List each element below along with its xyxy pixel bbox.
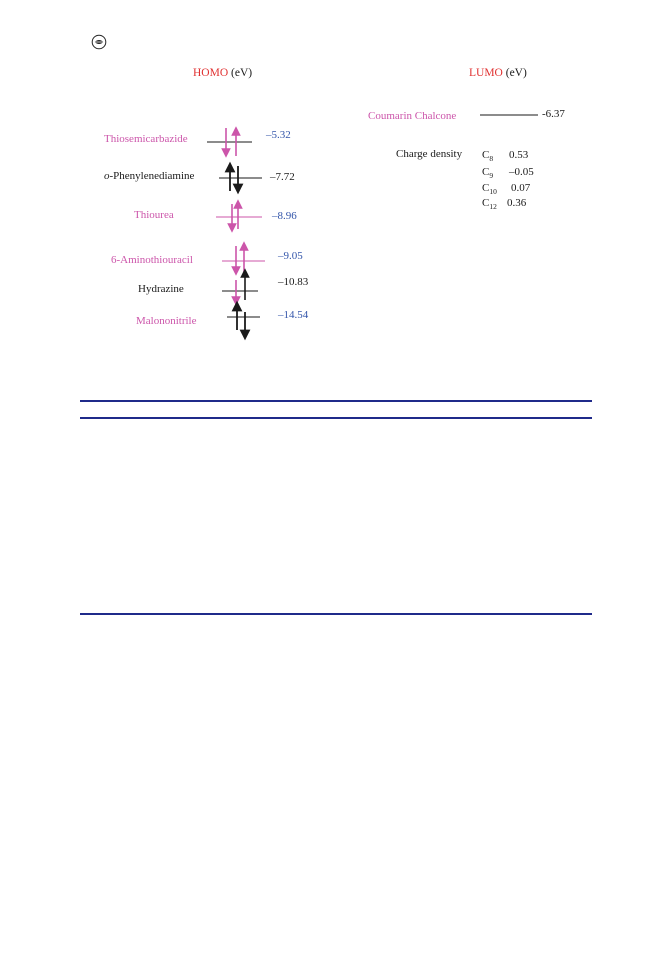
- charge-value: 0.07: [511, 182, 531, 194]
- homo-level-thiosemicarbazide: [207, 126, 252, 158]
- lumo-unit: (eV): [505, 67, 527, 79]
- homo-level-value: –14.54: [278, 309, 309, 321]
- atom-symbol: C: [482, 166, 490, 178]
- homo-level-hydrazine: [222, 268, 258, 306]
- atom-index: 9: [489, 171, 494, 180]
- divider-rule: [80, 417, 592, 419]
- charge-density-row: C10 0.07: [482, 182, 530, 196]
- homo-level-name: Malononitrile: [136, 315, 197, 327]
- lumo-compound: Coumarin Chalcone: [368, 110, 457, 122]
- homo-title: HOMO: [193, 67, 229, 79]
- homo-level-6-aminothiouracil: [222, 241, 265, 276]
- divider-rule: [80, 613, 592, 615]
- homo-level-o-phenylenediamine: [219, 161, 262, 195]
- lumo-heading: LUMO (eV): [469, 67, 527, 79]
- charge-value: 0.53: [509, 149, 529, 161]
- atom-symbol: C: [482, 149, 490, 161]
- charge-value: –0.05: [509, 166, 534, 178]
- journal-logo-icon: [91, 34, 107, 50]
- charge-density-label: Charge density: [396, 148, 463, 160]
- homo-level-value: –5.32: [266, 129, 291, 141]
- divider-rule: [80, 400, 592, 402]
- homo-level-value: –10.83: [278, 276, 309, 288]
- homo-level-name: Hydrazine: [138, 283, 184, 295]
- atom-index: 10: [489, 187, 497, 196]
- homo-level-name: Thiourea: [134, 209, 174, 221]
- homo-level-name-prefix: o: [104, 170, 110, 182]
- atom-symbol: C: [482, 182, 490, 194]
- charge-density-row: C9 –0.05: [482, 166, 534, 180]
- homo-level-malononitrile: [227, 300, 260, 341]
- homo-level-value: –8.96: [272, 210, 297, 222]
- homo-level-name: Thiosemicarbazide: [104, 133, 188, 145]
- lumo-title: LUMO: [469, 67, 503, 79]
- atom-index: 12: [489, 202, 497, 211]
- charge-value: 0.36: [507, 197, 527, 209]
- atom-symbol: C: [482, 197, 490, 209]
- homo-level-name: 6-Aminothiouracil: [111, 254, 193, 266]
- homo-level-thiourea: [216, 199, 262, 233]
- charge-density-row: C12 0.36: [482, 197, 526, 211]
- homo-heading: HOMO (eV): [193, 67, 252, 79]
- charge-density-row: C8 0.53: [482, 149, 528, 163]
- homo-level-value: –7.72: [270, 171, 295, 183]
- homo-level-value: –9.05: [278, 250, 303, 262]
- homo-level-name: o-Phenylenediamine: [104, 170, 194, 182]
- homo-level-name-rest: -Phenylenediamine: [109, 170, 195, 182]
- atom-index: 8: [489, 154, 494, 163]
- lumo-value: -6.37: [542, 108, 565, 120]
- homo-unit: (eV): [231, 67, 253, 79]
